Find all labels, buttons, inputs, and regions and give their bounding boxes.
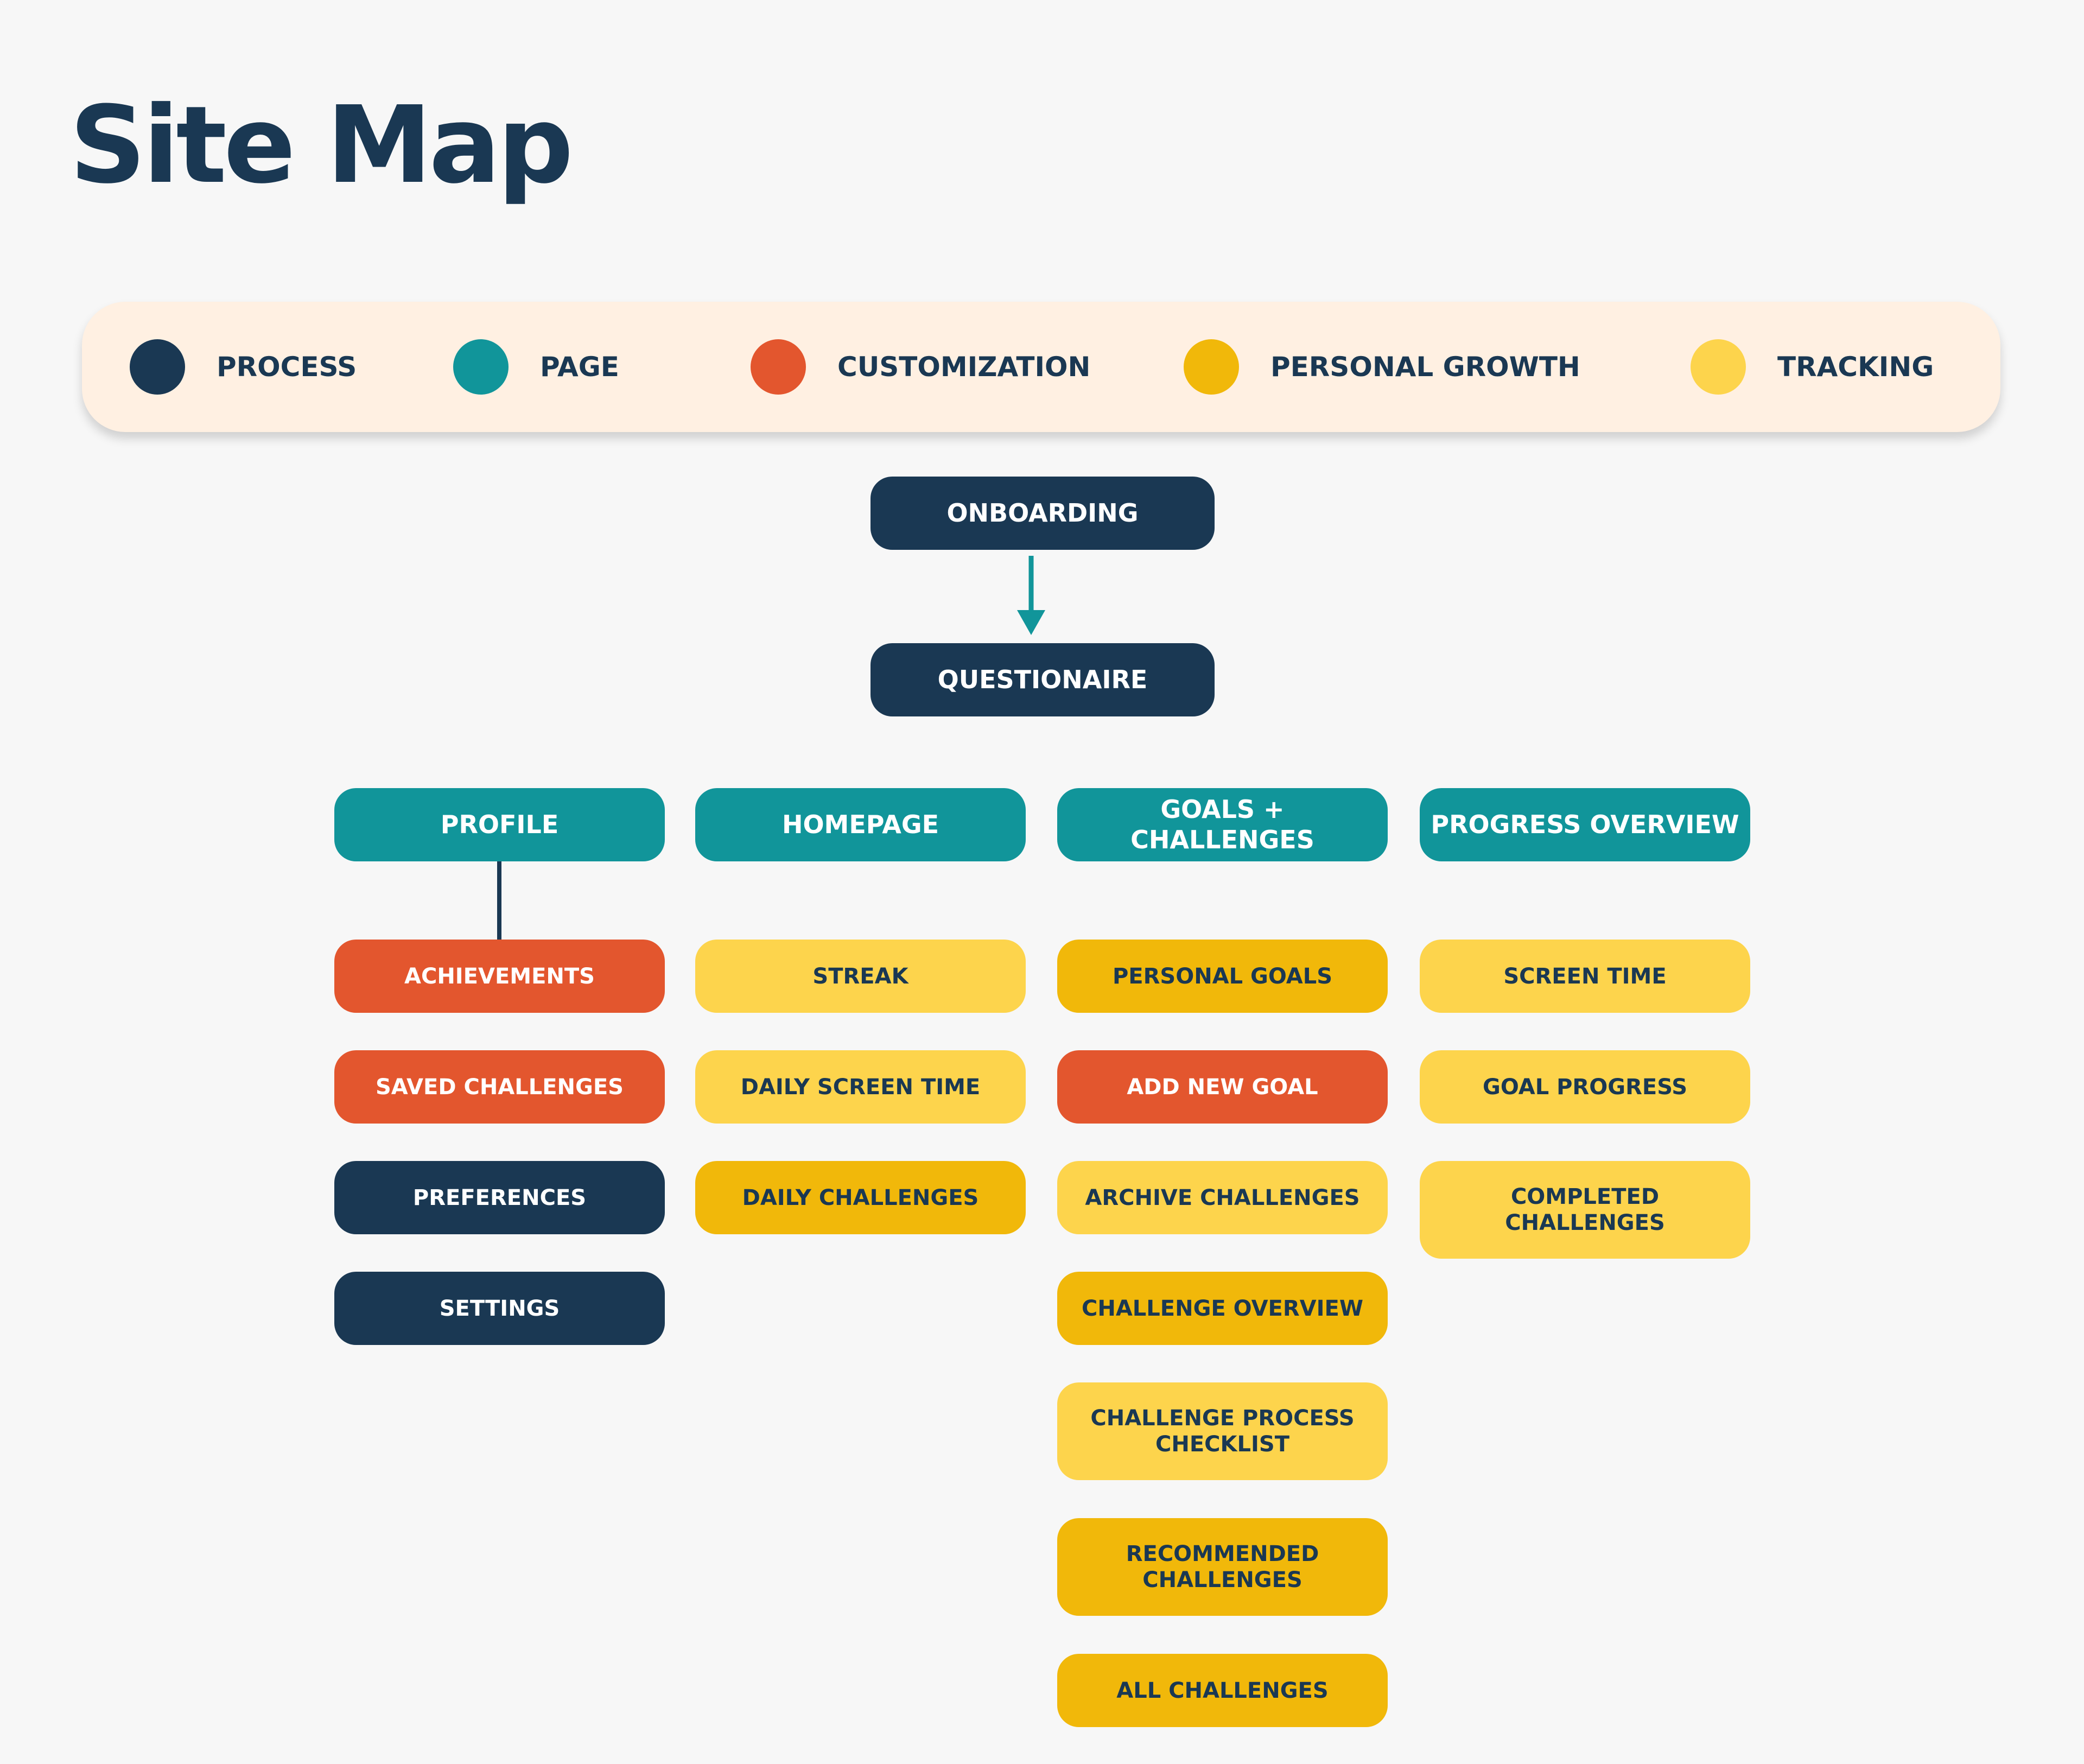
legend-label-personal-growth: PERSONAL GROWTH [1270, 351, 1580, 383]
legend-item-page: PAGE [453, 302, 619, 432]
node-settings[interactable]: SETTINGS [334, 1272, 665, 1345]
legend-swatch-personal-growth [1184, 339, 1239, 395]
node-preferences[interactable]: PREFERENCES [334, 1161, 665, 1234]
node-questionaire[interactable]: QUESTIONAIRE [871, 643, 1215, 716]
legend-item-customization: CUSTOMIZATION [751, 302, 1090, 432]
node-screen-time[interactable]: SCREEN TIME [1420, 940, 1750, 1013]
legend-label-customization: CUSTOMIZATION [837, 351, 1091, 383]
node-personal-goals[interactable]: PERSONAL GOALS [1057, 940, 1388, 1013]
legend-swatch-tracking [1691, 339, 1746, 395]
node-homepage[interactable]: HOMEPAGE [695, 788, 1026, 861]
node-daily-challenges[interactable]: DAILY CHALLENGES [695, 1161, 1026, 1234]
legend-label-tracking: TRACKING [1777, 351, 1934, 383]
legend-label-page: PAGE [540, 351, 619, 383]
legend-swatch-page [453, 339, 509, 395]
legend-item-personal-growth: PERSONAL GROWTH [1184, 302, 1580, 432]
node-challenge-process-checklist[interactable]: CHALLENGE PROCESS CHECKLIST [1057, 1382, 1388, 1480]
page-title: Site Map [69, 84, 574, 207]
legend-swatch-process [130, 339, 185, 395]
node-add-new-goal[interactable]: ADD NEW GOAL [1057, 1050, 1388, 1124]
arrow-down-icon [1017, 610, 1045, 635]
node-recommended-challenges[interactable]: RECOMMENDED CHALLENGES [1057, 1518, 1388, 1616]
node-saved-challenges[interactable]: SAVED CHALLENGES [334, 1050, 665, 1124]
node-streak[interactable]: STREAK [695, 940, 1026, 1013]
node-onboarding[interactable]: ONBOARDING [871, 477, 1215, 550]
legend-label-process: PROCESS [217, 351, 357, 383]
node-all-challenges[interactable]: ALL CHALLENGES [1057, 1654, 1388, 1727]
node-completed-challenges[interactable]: COMPLETED CHALLENGES [1420, 1161, 1750, 1259]
node-profile[interactable]: PROFILE [334, 788, 665, 861]
node-goals-challenges[interactable]: GOALS + CHALLENGES [1057, 788, 1388, 861]
node-daily-screen-time[interactable]: DAILY SCREEN TIME [695, 1050, 1026, 1124]
node-goal-progress[interactable]: GOAL PROGRESS [1420, 1050, 1750, 1124]
node-progress-overview[interactable]: PROGRESS OVERVIEW [1420, 788, 1750, 861]
node-achievements[interactable]: ACHIEVEMENTS [334, 940, 665, 1013]
node-archive-challenges[interactable]: ARCHIVE CHALLENGES [1057, 1161, 1388, 1234]
legend-swatch-customization [751, 339, 806, 395]
legend-item-process: PROCESS [130, 302, 357, 432]
node-challenge-overview[interactable]: CHALLENGE OVERVIEW [1057, 1272, 1388, 1345]
legend: PROCESS PAGE CUSTOMIZATION PERSONAL GROW… [82, 302, 2000, 432]
legend-item-tracking: TRACKING [1691, 302, 1934, 432]
